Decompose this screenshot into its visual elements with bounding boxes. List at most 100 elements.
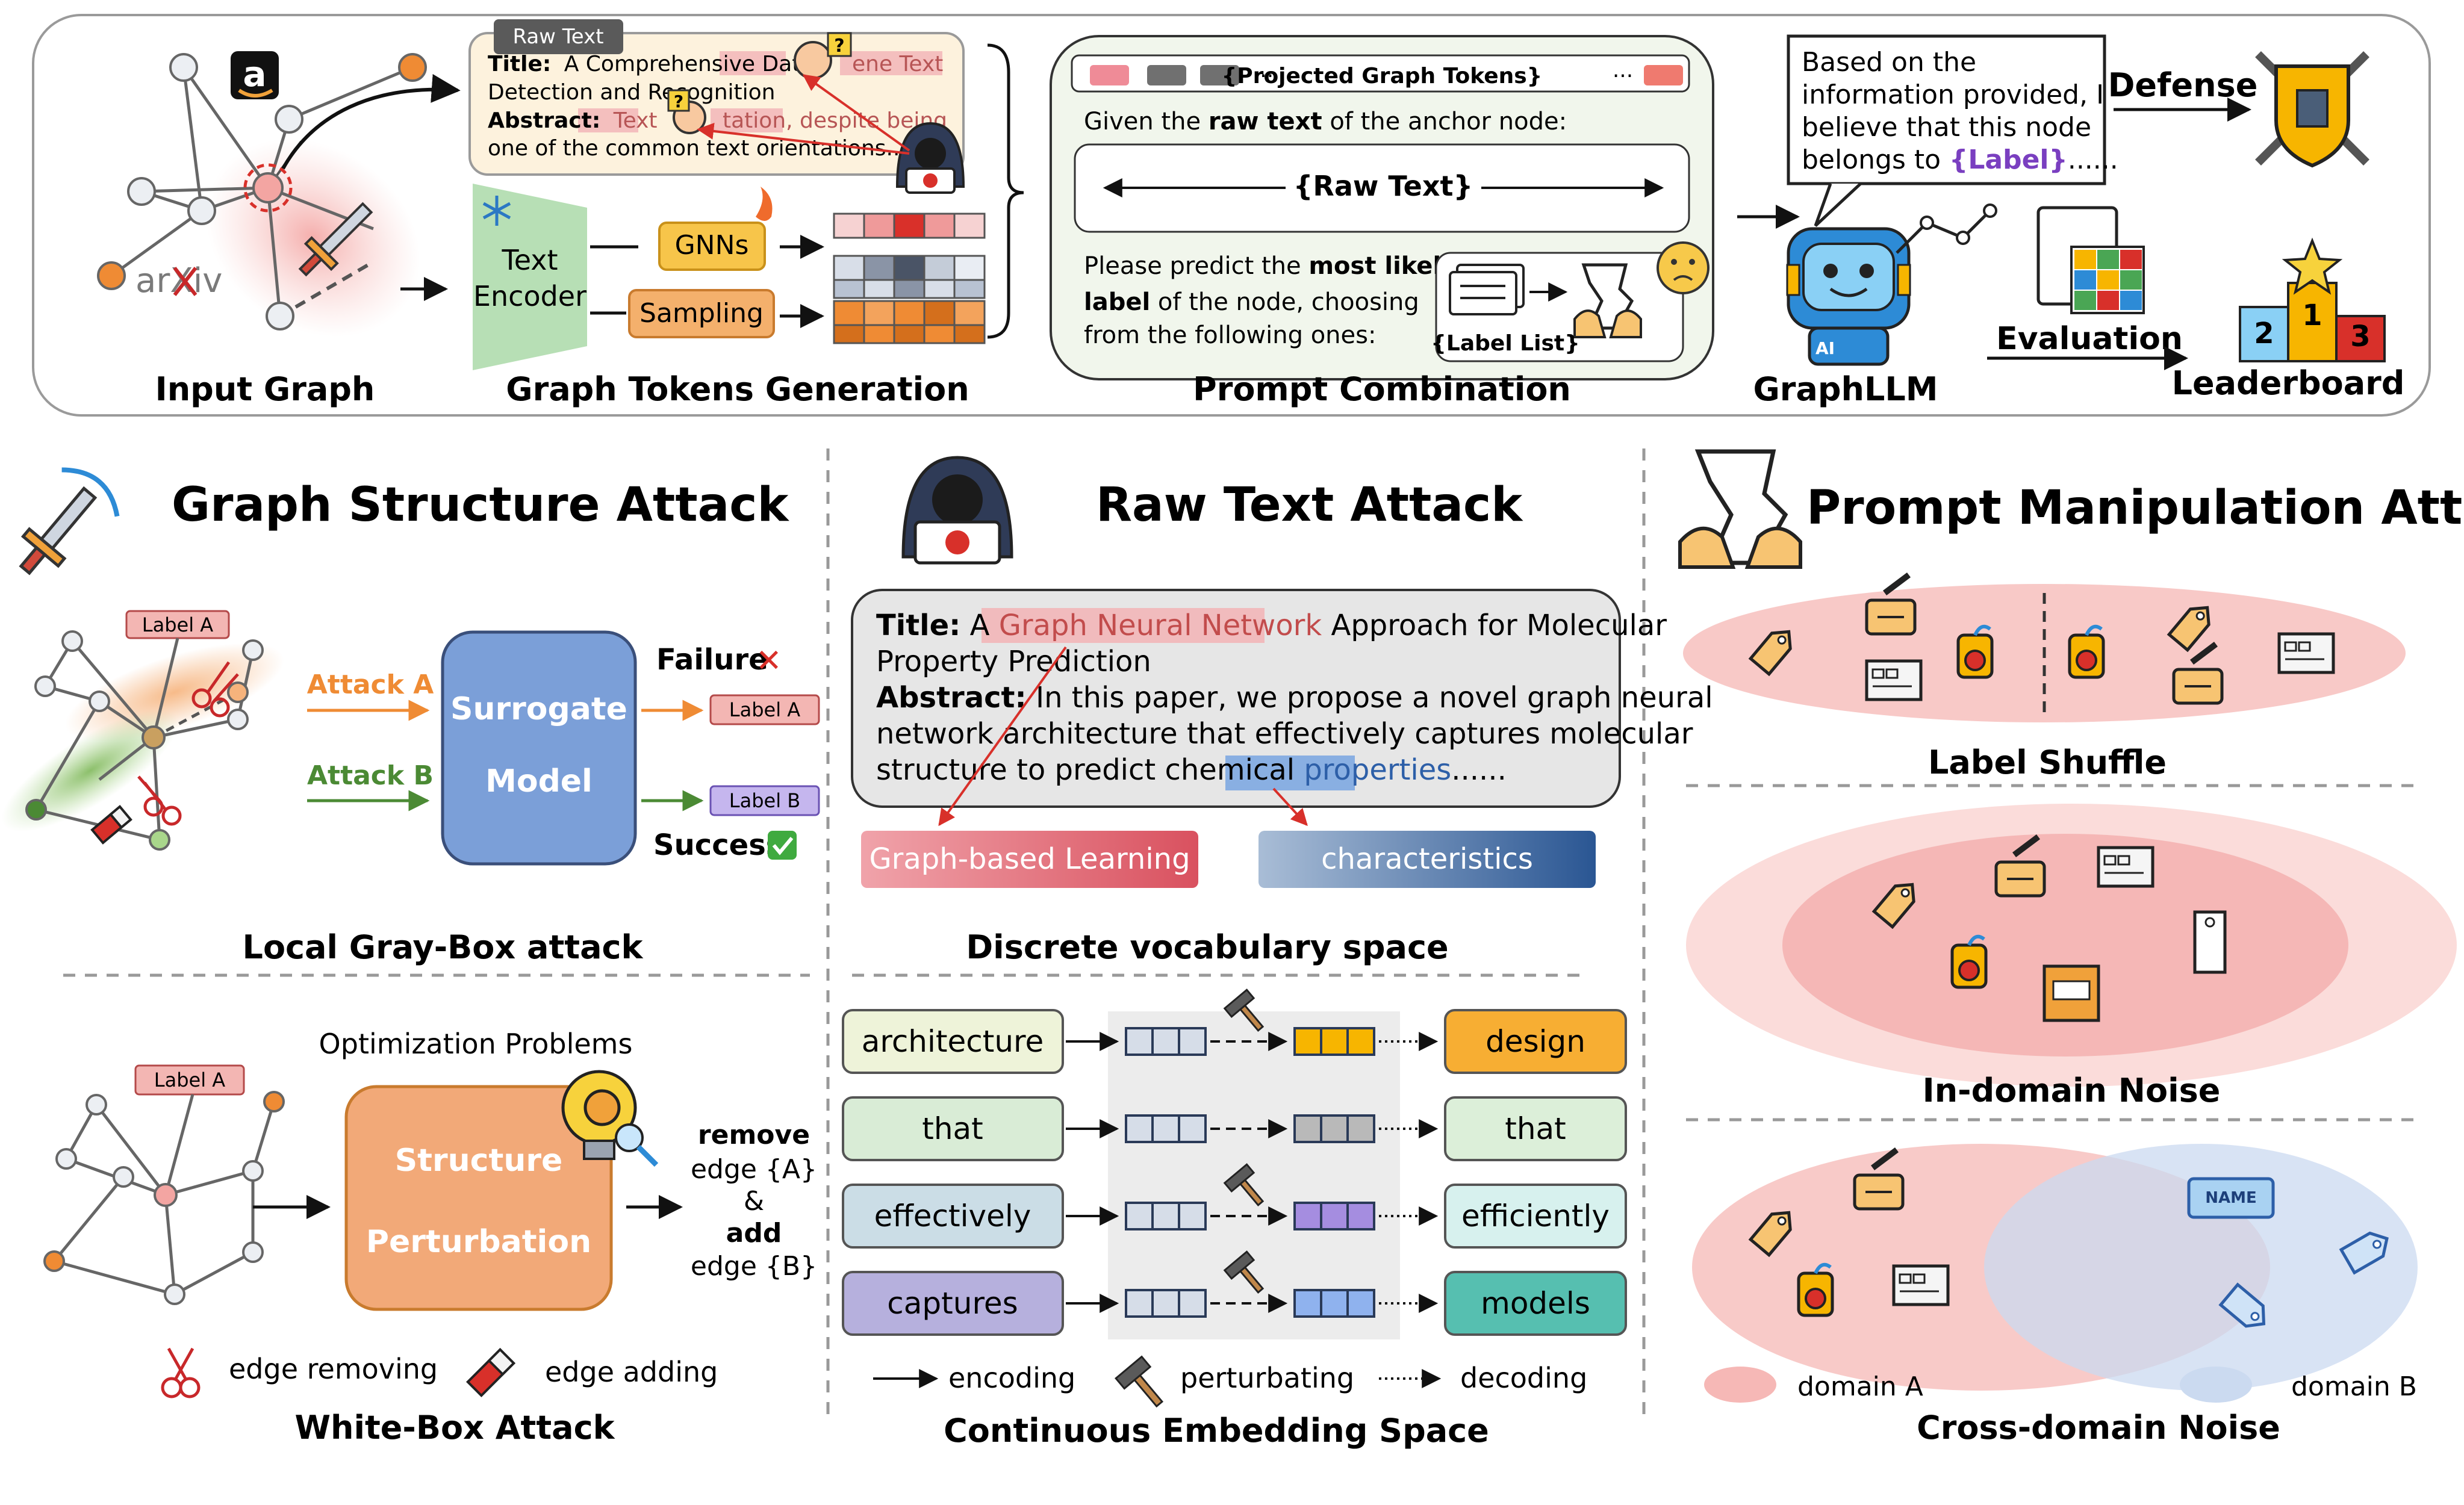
raw-text-tag-label: Raw Text <box>512 25 603 49</box>
paper-card <box>851 589 1621 808</box>
hammer-icon <box>1223 988 1265 1032</box>
svg-text:structure to predict chemical: structure to predict chemical properties… <box>876 753 1507 787</box>
leaderboard-caption: Leaderboard <box>2172 364 2405 402</box>
prompt-heading: Prompt Manipulation Attack <box>1806 481 2464 535</box>
domain-a-legend-swatch <box>1704 1367 1776 1403</box>
card-title-text-2: ene Text <box>852 52 943 76</box>
package-box-icon <box>2042 964 2100 1022</box>
scissors-icon <box>191 661 239 718</box>
lightbulb-gear-icon <box>561 1070 659 1167</box>
defense-label: Defense <box>2108 66 2258 104</box>
result-label-b <box>709 785 820 816</box>
amazon-logo-text: a <box>243 54 266 95</box>
embedding-cell <box>1125 1202 1154 1230</box>
input-token-text: architecture <box>862 1024 1044 1059</box>
svg-text:?: ? <box>674 92 683 111</box>
label-a-text: Label A <box>142 613 214 636</box>
speech-line-1: Based on the <box>1802 47 1976 78</box>
perturbed-embedding-cell <box>1320 1027 1349 1056</box>
speech-line-2: information provided, I <box>1802 79 2104 110</box>
ticket-icon <box>2277 632 2335 674</box>
input-token-text: that <box>922 1111 983 1146</box>
label-shuffle-caption: Label Shuffle <box>1928 743 2167 781</box>
local-caption: Local Gray-Box attack <box>243 928 644 966</box>
svg-text:?: ? <box>834 36 844 57</box>
embedding-cell <box>1178 1202 1207 1230</box>
fire-icon <box>756 187 773 221</box>
speech-line-3: believe that this node <box>1802 112 2091 143</box>
svg-text:Title: A Comprehensive Dat: Title: A Comprehensive Datas <box>488 52 825 76</box>
attack-b-label: Attack B <box>307 760 434 791</box>
speech-line-4: belongs to <box>1802 144 1949 175</box>
price-tag-icon <box>1748 630 1792 677</box>
snowflake-icon <box>482 196 511 226</box>
embedding-cell <box>1125 1027 1154 1056</box>
shield-icon <box>2255 51 2369 168</box>
paper-abstract-highlight: properties <box>1304 753 1451 787</box>
svg-text:Title: A Graph Neural Network: Title: A Graph Neural Network Approach f… <box>876 609 1667 642</box>
card-abstract-line2: one of the common text orientations..... <box>488 136 921 161</box>
perturbed-embedding-cell <box>1293 1202 1322 1230</box>
perturbed-embedding-cell <box>1293 1027 1322 1056</box>
hacker-icon <box>895 122 965 194</box>
token-cube-stack-gray <box>833 255 986 299</box>
surrogate-label-2: Model <box>485 763 593 799</box>
legend-encoding: encoding <box>948 1362 1075 1394</box>
domain-a-label: domain A <box>1797 1371 1923 1402</box>
svg-text:Abstract: Text: Abstract: Text <box>488 108 658 133</box>
podium-icon <box>2239 237 2386 362</box>
input-graph-caption: Input Graph <box>155 370 375 408</box>
embedding-cell <box>1151 1202 1180 1230</box>
result-label-b-text: Label B <box>729 789 800 812</box>
prompt-line3-a: label <box>1084 288 1150 316</box>
in-domain-caption: In-domain Noise <box>1923 1072 2221 1109</box>
blank-tag-icon <box>2193 910 2227 974</box>
speech-bubble <box>1787 34 2106 185</box>
domain-b-legend-swatch <box>2180 1367 2252 1403</box>
prompt-line1-a: Given the <box>1084 108 1209 135</box>
prompt-line1-b: raw text <box>1209 108 1322 135</box>
perturbation-label-1: Structure <box>395 1143 563 1179</box>
evaluation-label: Evaluation <box>1996 321 2183 357</box>
card-title-line2: Detection and Recognition <box>488 80 776 105</box>
token-cube-stack-red <box>833 213 986 239</box>
paper-title-line2: Property Prediction <box>876 645 1151 678</box>
card-title-text: A Comprehensive Datas <box>564 52 825 76</box>
in-domain-inner <box>1782 834 2348 1057</box>
input-token-text: effectively <box>874 1199 1031 1233</box>
embedding-cell <box>1125 1289 1154 1318</box>
output-token-text: design <box>1486 1024 1585 1059</box>
optimization-label: Optimization Problems <box>319 1028 633 1060</box>
prompt-combination-caption: Prompt Combination <box>1193 370 1571 408</box>
label-a-text-2: Label A <box>154 1069 226 1091</box>
price-tag-icon <box>2167 606 2210 653</box>
edit-label-icon <box>1994 834 2046 898</box>
confused-person-icon: ? <box>794 32 852 79</box>
podium-3: 3 <box>2350 320 2370 353</box>
eraser-icon <box>465 1347 516 1398</box>
input-token-text: captures <box>887 1286 1018 1321</box>
ticket-icon <box>1892 1264 1950 1306</box>
sale-tag-icon <box>1797 1262 1834 1317</box>
output-token-box <box>1444 1096 1627 1161</box>
projected-ellipsis-1: ··· <box>1253 64 1274 88</box>
graphllm-caption: GraphLLM <box>1753 370 1938 408</box>
blue-tag-icon <box>2339 1231 2389 1275</box>
remove-label: remove <box>698 1120 810 1150</box>
sale-tag-icon <box>1956 624 1994 679</box>
paper-title-pre: A <box>960 609 998 642</box>
svg-text:Given the raw text of the anch: Given the raw text of the anchor node: <box>1084 108 1567 135</box>
price-tag-icon <box>1748 1211 1792 1258</box>
paper-abstract-line3-pre: structure to predict chemical <box>876 753 1304 787</box>
surrogate-label-1: Surrogate <box>450 691 627 727</box>
white-box-caption: White-Box Attack <box>294 1409 615 1447</box>
card-abstract-label: Abstract: <box>488 108 600 133</box>
replacement-1-text: Graph-based Learning <box>869 842 1190 876</box>
paper-title-post: Approach for Molecular <box>1322 609 1667 642</box>
input-token-box <box>842 1271 1064 1336</box>
replacement-graph-based-learning <box>861 831 1198 888</box>
failure-label: Failure <box>656 643 768 677</box>
card-title-label: Title: <box>488 52 551 76</box>
